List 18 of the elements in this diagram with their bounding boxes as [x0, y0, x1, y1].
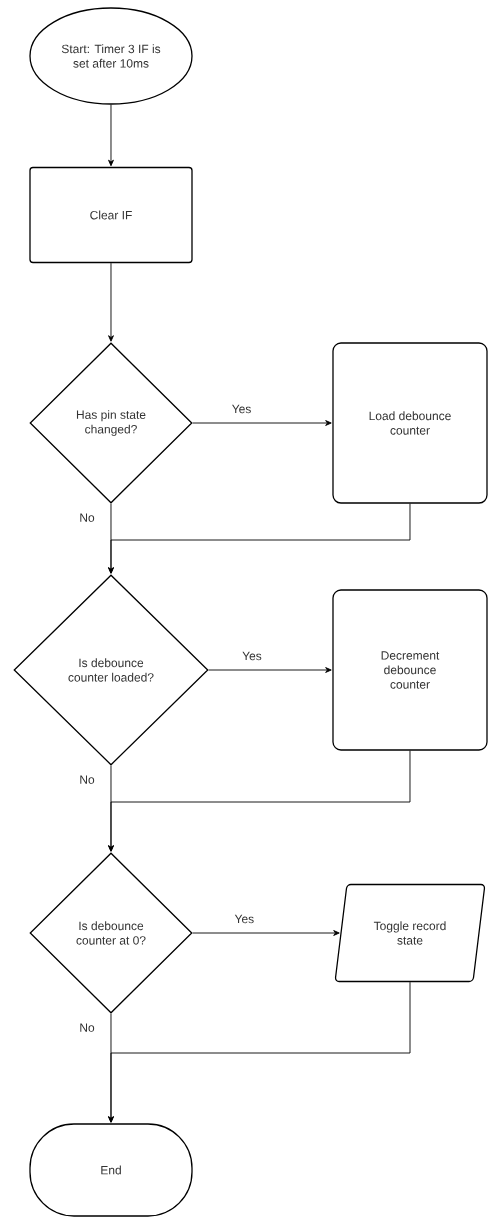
edge-label: Yes	[230, 403, 253, 415]
data-parallelogram: Toggle record state	[334, 883, 486, 983]
arrow	[192, 420, 332, 426]
process-box: Decrement debounce counter	[332, 589, 488, 751]
arrow	[108, 503, 411, 574]
edge-label: Yes	[241, 650, 263, 662]
arrow	[208, 667, 332, 673]
arrow	[108, 750, 411, 852]
edge-label: No	[78, 1022, 96, 1033]
edge-label: No	[78, 774, 96, 785]
arrow	[108, 104, 114, 167]
arrow	[108, 981, 411, 1123]
process-box: Clear IF	[29, 166, 193, 264]
arrow	[192, 930, 340, 936]
process-box: Load debounce counter	[332, 342, 488, 504]
edge-label: Yes	[233, 913, 256, 925]
edge-label: No	[78, 512, 96, 523]
arrow	[108, 262, 114, 342]
